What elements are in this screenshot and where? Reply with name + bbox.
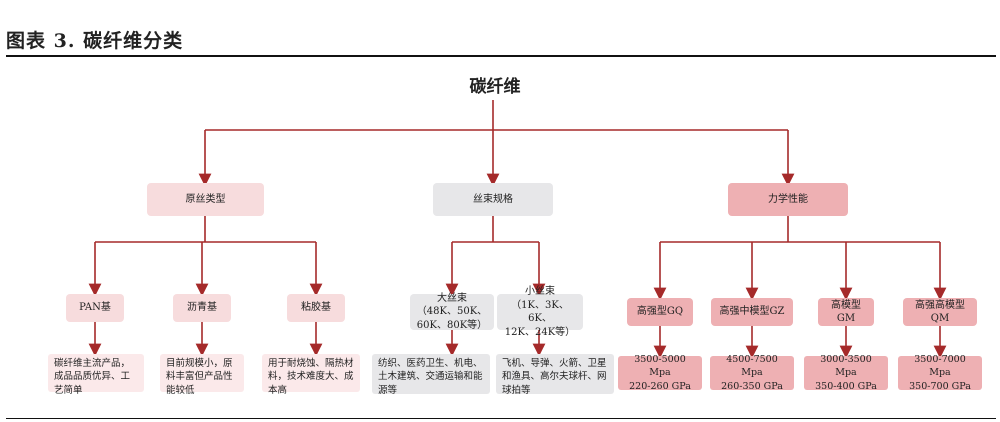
qm-label: 高强高模型 — [915, 299, 965, 311]
spec-gq-strength: 3500-5000 Mpa — [634, 354, 686, 379]
spec-gm-strength: 3000-3500 Mpa — [820, 354, 872, 379]
category-tow: 丝束规格 — [433, 183, 553, 216]
spec-gq: 3500-5000 Mpa 220-260 GPa — [618, 354, 702, 392]
large-tow-spec-2: 60K、80K等） — [416, 319, 488, 331]
qm-code: QM — [930, 313, 950, 324]
node-pan: PAN基 — [66, 294, 124, 322]
gm-label: 高模型 — [831, 299, 861, 311]
spec-qm: 3500-7000 Mpa 350-700 GPa — [898, 354, 982, 392]
spec-qm-strength: 3500-7000 Mpa — [914, 354, 966, 379]
small-tow-spec-2: 12K、24K等） — [504, 326, 576, 338]
small-tow-spec-1: （1K、3K、6K、 — [511, 299, 569, 325]
gm-code: GM — [836, 313, 856, 324]
bottom-rule — [6, 418, 996, 419]
node-gq: 高强型GQ — [627, 298, 693, 326]
node-viscose: 粘胶基 — [287, 294, 345, 322]
spec-qm-modulus: 350-700 GPa — [909, 380, 971, 392]
spec-gq-modulus: 220-260 GPa — [629, 380, 691, 392]
node-pitch: 沥青基 — [173, 294, 231, 322]
large-tow-label: 大丝束 — [437, 292, 467, 304]
root-node: 碳纤维 — [469, 77, 521, 97]
desc-viscose: 用于耐烧蚀、隔热材料，技术难度大、成本高 — [262, 354, 360, 396]
spec-gm-modulus: 350-400 GPa — [815, 380, 877, 392]
node-large-tow: 大丝束 （48K、50K、 60K、80K等） — [410, 292, 494, 331]
large-tow-spec-1: （48K、50K、 — [416, 306, 488, 318]
node-gz: 高强中模型GZ — [711, 298, 793, 326]
figure-title: 图表 3. 碳纤维分类 — [6, 30, 184, 52]
category-mechanical: 力学性能 — [728, 183, 848, 216]
desc-pitch: 目前规模小，原料丰富但产品性能较低 — [160, 354, 244, 396]
node-gm: 高模型 GM — [818, 298, 874, 326]
spec-gz-strength: 4500-7500 Mpa — [726, 354, 778, 379]
category-precursor: 原丝类型 — [147, 183, 264, 216]
desc-small-tow: 飞机、导弹、火箭、卫星和渔具、高尔夫球杆、网球拍等 — [496, 354, 614, 396]
desc-pan: 碳纤维主流产品，成品品质优异、工艺简单 — [48, 354, 144, 396]
top-rule — [6, 55, 996, 57]
desc-large-tow: 纺织、医药卫生、机电、土木建筑、交通运输和能源等 — [372, 354, 490, 396]
spec-gz-modulus: 260-350 GPa — [721, 380, 783, 392]
node-qm: 高强高模型 QM — [903, 298, 977, 326]
node-small-tow: 小丝束 （1K、3K、6K、 12K、24K等） — [497, 286, 583, 338]
spec-gm: 3000-3500 Mpa 350-400 GPa — [804, 354, 888, 392]
small-tow-label: 小丝束 — [525, 286, 555, 297]
spec-gz: 4500-7500 Mpa 260-350 GPa — [710, 354, 794, 392]
